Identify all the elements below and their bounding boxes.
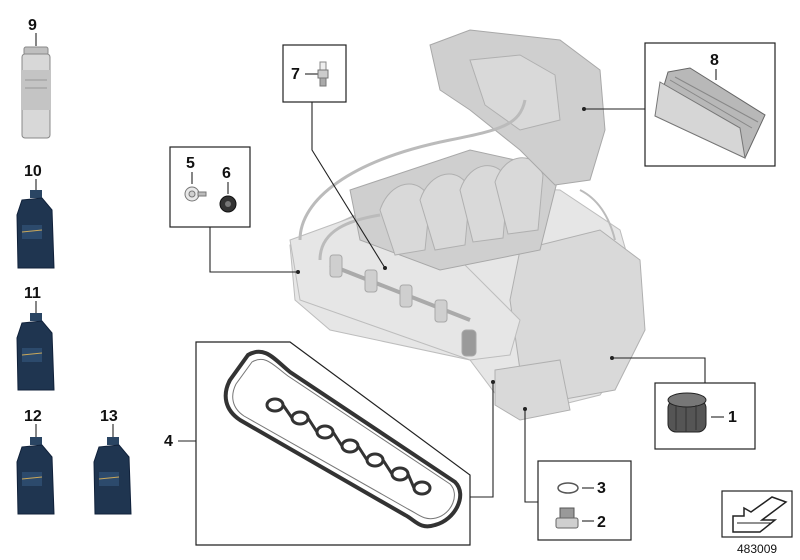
engine-assembly	[289, 29, 646, 421]
callout-1: 1	[728, 409, 737, 426]
callout-2: 2	[597, 514, 606, 531]
ignition-coils	[329, 254, 477, 357]
oil-bottle-item-13: 13	[93, 408, 132, 515]
callout-7: 7	[291, 66, 300, 83]
drain-plug-item-2	[555, 507, 579, 529]
callout-box-2-3: 3 2	[523, 407, 632, 541]
oil-filter-item-1	[667, 392, 707, 433]
valve-cover-gasket-item-4	[223, 349, 463, 529]
oil-bottle-item-11: 11	[16, 285, 55, 391]
callout-box-4: 4	[164, 341, 495, 546]
callout-5: 5	[186, 155, 195, 172]
callout-box-8: 8	[582, 42, 776, 167]
air-filter-item-8	[654, 67, 766, 159]
callout-8: 8	[710, 52, 719, 69]
oil-bottle-item-10: 10	[16, 163, 55, 269]
bolt-item-5	[184, 186, 207, 202]
callout-11: 11	[24, 285, 41, 302]
callout-13: 13	[100, 408, 118, 425]
spark-plug-item-7	[317, 61, 329, 87]
diagram-reference-number: 483009	[737, 542, 777, 556]
callout-6: 6	[222, 165, 231, 182]
callout-box-7: 7	[282, 44, 387, 270]
callout-box-1: 1	[610, 356, 756, 450]
spray-can-item-9: 9	[21, 17, 51, 139]
callout-box-5-6: 5 6	[169, 146, 300, 274]
callout-10: 10	[24, 163, 42, 180]
callout-4: 4	[164, 433, 173, 450]
orientation-symbol	[721, 490, 793, 538]
seal-ring-item-6	[219, 195, 237, 213]
air-intake-housing	[429, 29, 606, 186]
callout-12: 12	[24, 408, 42, 425]
sealing-ring-item-3	[557, 482, 579, 494]
callout-3: 3	[597, 480, 606, 497]
callout-9: 9	[28, 17, 37, 34]
oil-bottle-item-12: 12	[16, 408, 55, 515]
intake-manifold	[349, 149, 561, 271]
